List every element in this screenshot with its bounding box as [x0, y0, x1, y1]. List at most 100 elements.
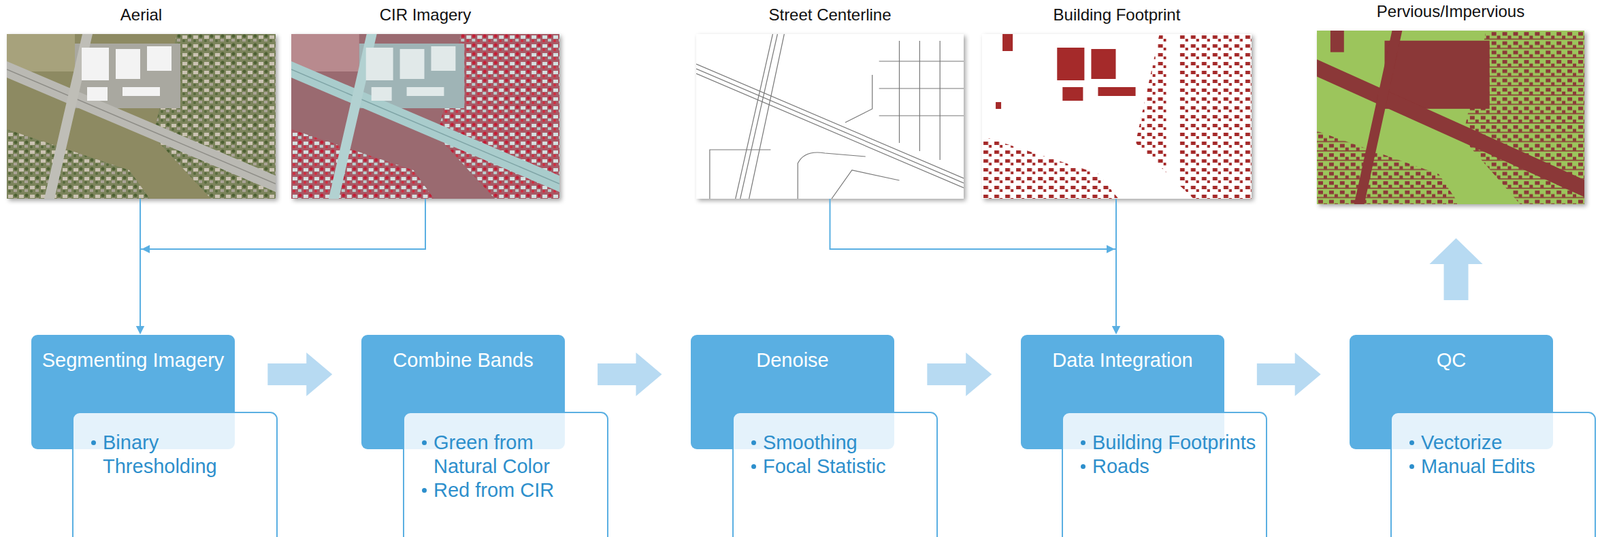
illustration-shape	[696, 34, 964, 199]
illustration-shape	[1316, 131, 1460, 205]
illustration-shape	[709, 149, 772, 199]
block-arrow	[267, 352, 333, 397]
image-panel: Building Footprint	[982, 34, 1252, 199]
illustration-shape	[1316, 30, 1585, 205]
bullet-box: Binary Thresholding	[72, 411, 278, 537]
block-arrow	[597, 352, 662, 397]
illustration-shape	[1056, 47, 1085, 81]
step-title: Segmenting Imagery	[40, 348, 226, 372]
bullet-item: Building Footprints	[1080, 430, 1260, 455]
illustration-shape	[696, 34, 964, 199]
bullet-text: Binary Thresholding	[102, 430, 270, 479]
arrow-head	[1112, 325, 1121, 335]
illustration-shape	[982, 136, 1119, 199]
illustration-shape	[1330, 30, 1345, 53]
arrow-head	[1112, 325, 1121, 335]
bullet-text: Building Footprints	[1092, 430, 1256, 455]
illustration-shape	[291, 69, 560, 184]
image-panel: Street Centerline	[696, 34, 964, 199]
illustration-shape	[6, 34, 276, 199]
bullet-text: Roads	[1092, 454, 1150, 479]
illustration-shape	[1135, 34, 1252, 199]
illustration-shape	[1316, 59, 1585, 197]
bullet-item: Binary Thresholding	[91, 430, 270, 479]
arrow-head	[136, 325, 145, 335]
illustration-shape	[879, 115, 964, 116]
bullet-dot	[751, 440, 757, 446]
image-title: Street Centerline	[675, 5, 985, 25]
cir-photo	[291, 34, 560, 199]
bullet-item: Smoothing	[751, 430, 930, 455]
illustration-shape	[749, 34, 785, 199]
bullet-dot	[1080, 440, 1086, 446]
illustration-shape	[696, 34, 964, 199]
bullet-text: Red from CIR	[433, 478, 554, 503]
arrow-head	[141, 245, 150, 254]
illustration-shape	[6, 69, 276, 184]
illustration-shape	[1097, 87, 1136, 96]
illustration-shape	[1002, 34, 1013, 52]
connector-line	[140, 198, 426, 327]
connector	[267, 352, 333, 397]
illustration-shape	[74, 43, 181, 109]
bullet-dot	[421, 440, 427, 446]
illustration-shape	[366, 47, 394, 81]
bullet-text: Vectorize	[1421, 430, 1502, 455]
bullet-text: Green from Natural Color	[433, 430, 601, 479]
bullet-text: Smoothing	[762, 430, 858, 455]
connector	[1112, 198, 1121, 335]
illustration-shape	[696, 63, 964, 179]
step-title: Denoise	[700, 348, 885, 372]
illustration-shape	[1166, 34, 1181, 199]
bullet-box: VectorizeManual Edits	[1390, 411, 1596, 537]
connector	[597, 352, 662, 397]
image-panel: Pervious/Impervious	[1316, 30, 1585, 205]
bullet-dot	[421, 487, 427, 493]
illustration-shape	[147, 46, 172, 71]
illustration-shape	[696, 68, 964, 184]
connector	[136, 198, 426, 335]
illustration-shape	[1090, 49, 1116, 79]
illustration-shape	[995, 102, 1002, 109]
illustration-shape	[939, 40, 941, 160]
arrow-head	[136, 325, 145, 335]
bullet-text: Manual Edits	[1421, 454, 1536, 479]
connector-line	[1115, 198, 1117, 327]
street-map	[696, 34, 964, 199]
footprint-map	[982, 34, 1252, 199]
bullet-item: Manual Edits	[1409, 454, 1588, 479]
bullet-item: Red from CIR	[421, 478, 601, 503]
illustration-shape	[406, 87, 445, 96]
block-arrow	[926, 352, 992, 397]
bullet-dot	[91, 440, 96, 446]
bullet-dot	[1409, 464, 1415, 469]
illustration-shape	[1316, 30, 1585, 205]
illustration-shape	[6, 61, 276, 192]
step-title: Data Integration	[1030, 348, 1215, 372]
illustration-shape	[400, 49, 425, 79]
block-arrow	[1256, 352, 1321, 397]
illustration-shape	[115, 49, 141, 79]
illustration-shape	[430, 46, 456, 71]
bullet-item: Green from Natural Color	[421, 430, 601, 479]
illustration-shape	[982, 34, 1252, 199]
image-title: Building Footprint	[961, 5, 1272, 25]
image-title: Pervious/Impervious	[1296, 2, 1600, 22]
illustration-shape	[291, 129, 434, 199]
bullet-dot	[1409, 440, 1415, 446]
bullet-item: Focal Statistic	[751, 454, 930, 479]
step-title: QC	[1359, 348, 1544, 372]
illustration-shape	[982, 34, 1252, 199]
connector	[1429, 238, 1483, 301]
connector-line	[830, 198, 1117, 327]
illustration-shape	[291, 61, 560, 192]
illustration-shape	[797, 152, 865, 199]
step-title: Combine Bands	[370, 348, 556, 372]
illustration-shape	[6, 129, 150, 199]
illustration-shape	[81, 47, 109, 81]
connector	[1256, 352, 1321, 397]
bullet-item: Vectorize	[1409, 430, 1588, 455]
connector	[926, 352, 992, 397]
block-arrow	[1429, 238, 1483, 301]
